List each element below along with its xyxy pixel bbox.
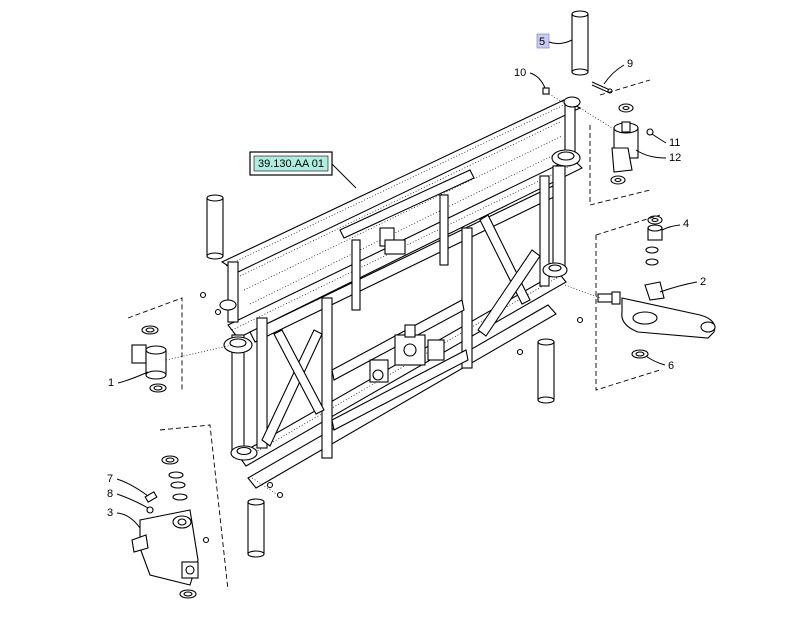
callout-12[interactable]: 12	[635, 149, 681, 164]
bolt-10	[542, 87, 567, 105]
tube-bottom-right	[537, 338, 555, 404]
callout-2[interactable]: 2	[659, 276, 706, 293]
callout-label-8: 8	[107, 488, 113, 500]
pin-9	[591, 81, 613, 94]
reference-box-text: 39.130.AA 01	[258, 158, 324, 170]
callout-9[interactable]: 9	[603, 58, 633, 85]
tube-rear-left	[206, 194, 224, 260]
swing-arm-right	[516, 214, 716, 391]
callout-label-3: 3	[107, 507, 113, 519]
hinge-left	[127, 291, 233, 393]
callout-6[interactable]: 6	[645, 355, 674, 372]
hinge-upper-right	[579, 79, 654, 206]
callout-5[interactable]: 5	[536, 33, 573, 49]
arm-bottom-left	[131, 424, 284, 599]
callout-label-1: 1	[108, 377, 114, 389]
callout-label-11: 11	[669, 137, 680, 149]
reference-box[interactable]: 39.130.AA 01	[249, 151, 357, 189]
callout-label-5: 5	[539, 36, 545, 48]
callout-3[interactable]: 3	[107, 507, 141, 529]
callout-label-9: 9	[627, 58, 633, 70]
callout-11[interactable]: 11	[651, 133, 680, 149]
callout-4[interactable]: 4	[661, 218, 689, 231]
callout-label-10: 10	[514, 67, 526, 79]
callout-label-12: 12	[669, 152, 681, 164]
tube-bottom-left	[247, 498, 265, 558]
callout-8[interactable]: 8	[107, 488, 149, 509]
callout-1[interactable]: 1	[108, 371, 149, 389]
callout-10[interactable]: 10	[514, 67, 546, 89]
main-frame	[219, 96, 583, 489]
callout-label-2: 2	[700, 276, 706, 288]
tube-top-right	[571, 10, 589, 76]
callout-label-4: 4	[683, 218, 689, 230]
callout-7[interactable]: 7	[107, 473, 149, 497]
callout-label-7: 7	[107, 473, 113, 485]
callout-label-6: 6	[668, 360, 674, 372]
